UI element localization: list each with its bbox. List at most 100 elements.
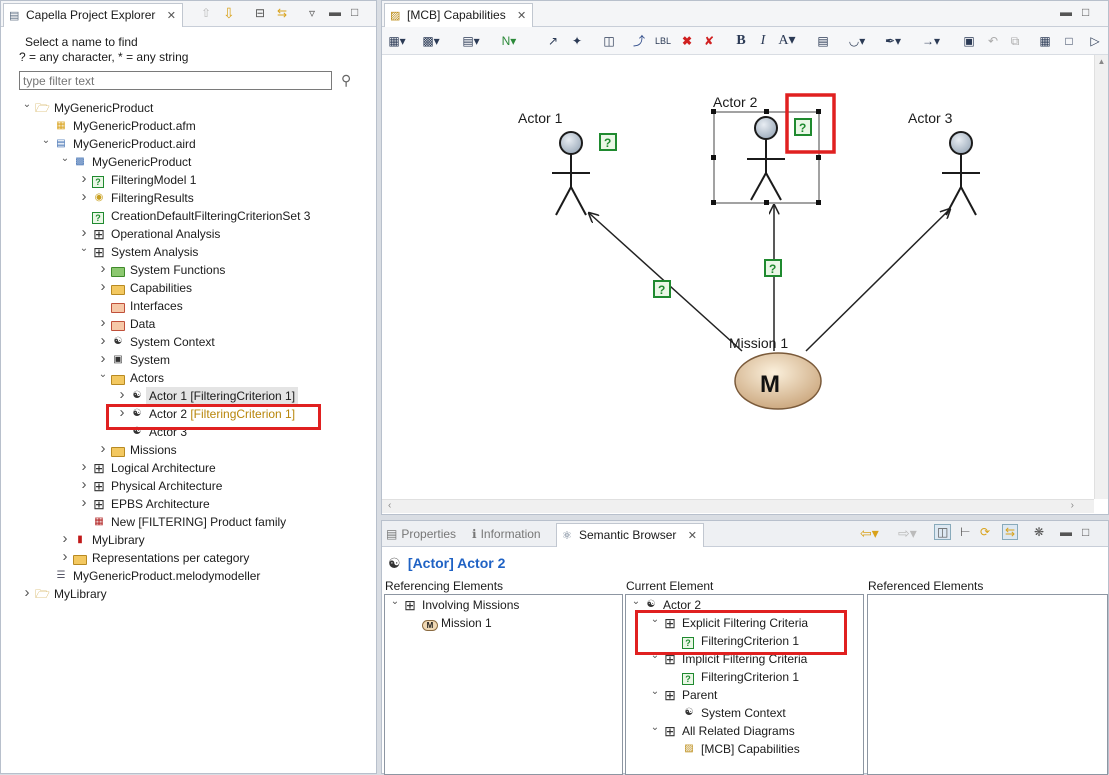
layers-icon[interactable]: ▤▾: [462, 34, 480, 48]
copy-format-icon[interactable]: ◫: [603, 34, 615, 48]
actor-3[interactable]: Actor 3: [908, 110, 980, 216]
chevron-right-icon[interactable]: ›: [62, 530, 68, 547]
chevron-down-icon[interactable]: ⌄: [650, 686, 660, 697]
add-icon[interactable]: ✦: [571, 34, 583, 48]
font-icon[interactable]: ▤: [817, 34, 829, 48]
chevron-right-icon[interactable]: ›: [119, 404, 125, 421]
diagram-view-icon[interactable]: ❋: [1034, 525, 1045, 539]
scroll-left-icon[interactable]: ‹: [388, 500, 392, 511]
delete-icon[interactable]: ✖: [681, 34, 693, 48]
current-tree-item[interactable]: ?FilteringCriterion 1: [626, 668, 863, 686]
explorer-tree-item[interactable]: ⌄▤MyGenericProduct.aird: [1, 135, 371, 153]
select-all-icon[interactable]: □: [1065, 34, 1073, 48]
criterion-badge-actor-2[interactable]: [794, 118, 812, 136]
chevron-right-icon[interactable]: ›: [100, 278, 106, 295]
current-tree-item[interactable]: ⌄☯Actor 2: [626, 596, 863, 614]
chevron-right-icon[interactable]: ›: [100, 350, 106, 367]
chevron-down-icon[interactable]: ⌄: [650, 722, 660, 733]
criterion-badge-edge-1[interactable]: [653, 280, 671, 298]
minimize-icon[interactable]: ▬: [1060, 5, 1072, 19]
undo-icon[interactable]: ↶: [987, 34, 999, 48]
chevron-right-icon[interactable]: ›: [100, 314, 106, 331]
explorer-tree-item[interactable]: ›⊞Logical Architecture: [1, 458, 371, 477]
maximize-icon[interactable]: □: [351, 5, 359, 19]
link-selection-icon[interactable]: ⇆: [1002, 524, 1019, 540]
maximize-icon[interactable]: □: [1082, 5, 1090, 19]
current-tree-item[interactable]: ⌄⊞All Related Diagrams: [626, 722, 863, 740]
explorer-tree-item[interactable]: ›Missions: [1, 440, 371, 459]
close-icon[interactable]: ✕: [517, 10, 527, 22]
chevron-down-icon[interactable]: ⌄: [390, 596, 400, 607]
chevron-right-icon[interactable]: ›: [100, 332, 106, 349]
referencing-tree-item[interactable]: ⌄⊞Involving Missions: [385, 596, 622, 614]
chevron-right-icon[interactable]: ›: [81, 476, 87, 493]
delete-model-icon[interactable]: ✘: [703, 34, 715, 48]
select-tool-icon[interactable]: ▦▾: [388, 34, 406, 48]
chevron-right-icon[interactable]: ›: [81, 458, 87, 475]
arrow-down-icon[interactable]: ⇩: [223, 5, 235, 21]
edge-mission-actor3[interactable]: [805, 209, 950, 352]
italic-icon[interactable]: I: [760, 33, 766, 48]
minimize-icon[interactable]: ▬: [1060, 525, 1072, 539]
explorer-tree-item[interactable]: ›Data: [1, 314, 371, 333]
explorer-tree-item[interactable]: ⌄⊞System Analysis: [1, 243, 371, 261]
label-icon[interactable]: LBL: [654, 36, 671, 46]
chevron-down-icon[interactable]: ⌄: [60, 153, 70, 164]
refresh-icon[interactable]: ⟳: [980, 525, 991, 539]
explorer-tree-item[interactable]: ›☯System Context: [1, 332, 371, 351]
fill-color-icon[interactable]: ◡▾: [848, 34, 866, 48]
explorer-tree-item[interactable]: ?CreationDefaultFilteringCriterionSet 3: [1, 207, 371, 225]
criterion-badge-actor-1[interactable]: [599, 133, 617, 151]
chevron-right-icon[interactable]: ›: [100, 260, 106, 277]
referenced-tree[interactable]: [867, 594, 1108, 775]
explorer-tree-item[interactable]: Interfaces: [1, 297, 371, 315]
chevron-right-icon[interactable]: ›: [24, 584, 30, 601]
explorer-tree-item[interactable]: ›Representations per category: [1, 548, 371, 567]
criterion-badge-edge-2[interactable]: [764, 259, 782, 277]
current-tree-item[interactable]: ?FilteringCriterion 1: [626, 632, 863, 650]
maximize-icon[interactable]: □: [1082, 525, 1090, 539]
minimize-icon[interactable]: ▬: [329, 5, 341, 19]
explorer-tree-item[interactable]: ☰MyGenericProduct.melodymodeller: [1, 567, 371, 585]
close-icon[interactable]: ✕: [166, 10, 176, 22]
explorer-tree-item[interactable]: ›▣System: [1, 350, 371, 369]
chevron-down-icon[interactable]: ⌄: [650, 650, 660, 661]
chevron-down-icon[interactable]: ⌄: [79, 243, 89, 254]
explorer-tree-item[interactable]: ›◉FilteringResults: [1, 188, 371, 207]
explorer-tree-item[interactable]: ›Capabilities: [1, 278, 371, 297]
explorer-tree-item[interactable]: ⌄🗁MyGenericProduct: [1, 99, 371, 117]
mission-1[interactable]: Mission 1 M: [729, 335, 822, 410]
filter-input[interactable]: [19, 71, 332, 90]
chevron-down-icon[interactable]: ⌄: [631, 596, 641, 607]
overflow-icon[interactable]: ▷: [1090, 34, 1100, 48]
current-tree-item[interactable]: ⌄⊞Explicit Filtering Criteria: [626, 614, 863, 632]
bold-icon[interactable]: B: [736, 33, 746, 48]
explorer-tree-item[interactable]: ›☯Actor 2 [FilteringCriterion 1]: [1, 404, 371, 423]
explorer-tree-item[interactable]: ›🗁MyLibrary: [1, 584, 371, 603]
explorer-tree-item[interactable]: ›⊞Physical Architecture: [1, 476, 371, 495]
back-icon[interactable]: ⇦▾: [860, 525, 879, 541]
tree-layout-icon[interactable]: ◫: [934, 524, 952, 540]
search-icon[interactable]: ⚲: [341, 72, 352, 88]
font-color-icon[interactable]: A▾: [778, 33, 796, 48]
link-editor-icon[interactable]: ⇆: [277, 6, 288, 20]
hierarchy-icon[interactable]: ⊢: [960, 525, 971, 539]
vertical-scrollbar[interactable]: ▲: [1094, 55, 1108, 499]
horizontal-scrollbar[interactable]: ‹ ›: [382, 499, 1094, 513]
zoom-fit-icon[interactable]: ▦: [1039, 34, 1051, 48]
arrow-up-icon[interactable]: ⇧: [201, 6, 212, 20]
actor-2[interactable]: Actor 2 ?: [711, 93, 836, 205]
tab-mcb-capabilities[interactable]: ▨ [MCB] Capabilities ✕: [384, 3, 534, 27]
scroll-right-icon[interactable]: ›: [1070, 500, 1074, 511]
chevron-down-icon[interactable]: ⌄: [41, 135, 51, 146]
chevron-right-icon[interactable]: ›: [81, 224, 87, 241]
close-icon[interactable]: ✕: [687, 530, 697, 542]
current-tree-item[interactable]: ⌄⊞Implicit Filtering Criteria: [626, 650, 863, 668]
selection-handles[interactable]: [711, 109, 821, 205]
filters-icon[interactable]: N▾: [501, 34, 517, 48]
chevron-right-icon[interactable]: ›: [62, 548, 68, 565]
export-icon[interactable]: ↗: [547, 34, 559, 48]
explorer-tree-item[interactable]: ›☯Actor 1 [FilteringCriterion 1]: [1, 386, 371, 405]
